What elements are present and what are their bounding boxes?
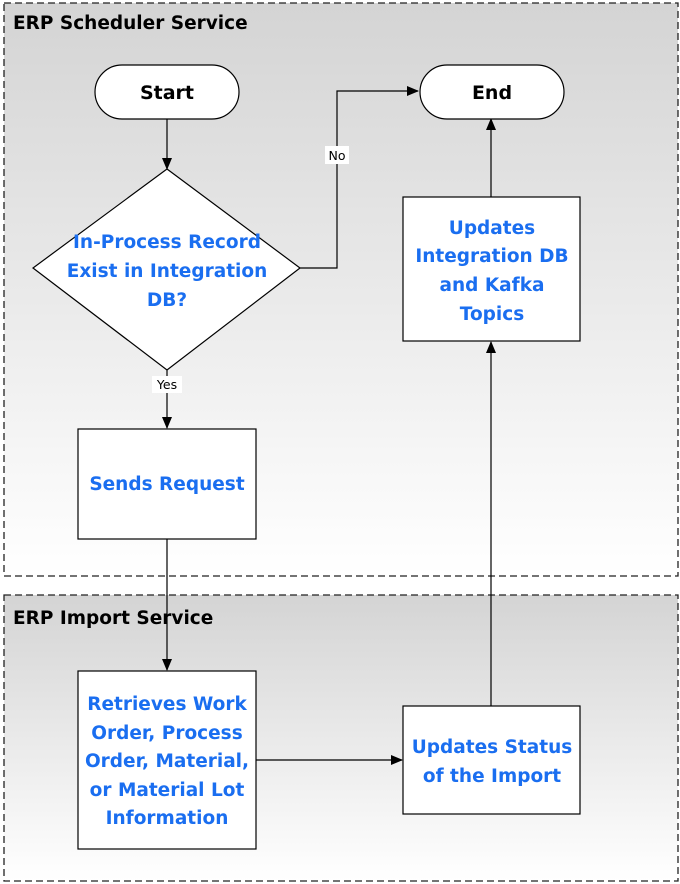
edge-label-yes-bg (152, 376, 182, 393)
terminal-end-label: End (472, 82, 512, 104)
edge-label-yes-text: Yes (156, 377, 177, 392)
process-sends-request-shape (77, 428, 257, 540)
process-sends-request: Sends Request (77, 428, 257, 540)
process-sends-request-label: Sends Request (89, 474, 245, 495)
decision-label-line-2: Exist in Integration (67, 261, 268, 282)
process-retrieves-information: Retrieves Work Order, Process Order, Mat… (77, 670, 257, 850)
updates-db-label-line-2: Integration DB (415, 246, 568, 267)
decision-in-process-record: In-Process Record Exist in Integration D… (31, 168, 301, 371)
updates-db-label-line-3: and Kafka (440, 275, 545, 296)
edge-label-no-text: No (329, 148, 346, 163)
process-updates-integration-db: Updates Integration DB and Kafka Topics (402, 196, 581, 342)
terminal-start-label: Start (140, 82, 194, 104)
terminal-start: Start (94, 64, 240, 120)
updates-db-label-line-1: Updates (449, 218, 535, 239)
terminal-start-shape (94, 64, 240, 120)
retrieves-label-line-5: Information (106, 808, 229, 829)
terminal-end-shape (419, 64, 565, 120)
edge-label-no-bg (325, 146, 349, 164)
updates-status-label-line-1: Updates Status (412, 737, 573, 758)
edge-label-no: No (325, 146, 349, 164)
decision-label-line-3: DB? (147, 290, 187, 311)
decision-shape (31, 168, 301, 371)
lane-scheduler-title: ERP Scheduler Service (13, 13, 248, 34)
edge-label-yes: Yes (152, 376, 182, 393)
retrieves-label-line-3: Order, Material, (85, 751, 249, 772)
edge-decision-no-to-end (300, 86, 419, 269)
updates-status-label-line-2: of the Import (423, 766, 561, 787)
lane-import-title: ERP Import Service (13, 608, 213, 629)
process-updates-status: Updates Status of the Import (402, 705, 581, 815)
terminal-end: End (419, 64, 565, 120)
updates-db-label-line-4: Topics (460, 304, 524, 325)
process-retrieves-information-shape (77, 670, 257, 850)
retrieves-label-line-1: Retrieves Work (87, 694, 247, 715)
decision-label-line-1: In-Process Record (73, 232, 261, 253)
retrieves-label-line-4: or Material Lot (90, 780, 245, 801)
process-updates-status-shape (402, 705, 581, 815)
process-updates-integration-db-shape (402, 196, 581, 342)
retrieves-label-line-2: Order, Process (91, 723, 242, 744)
